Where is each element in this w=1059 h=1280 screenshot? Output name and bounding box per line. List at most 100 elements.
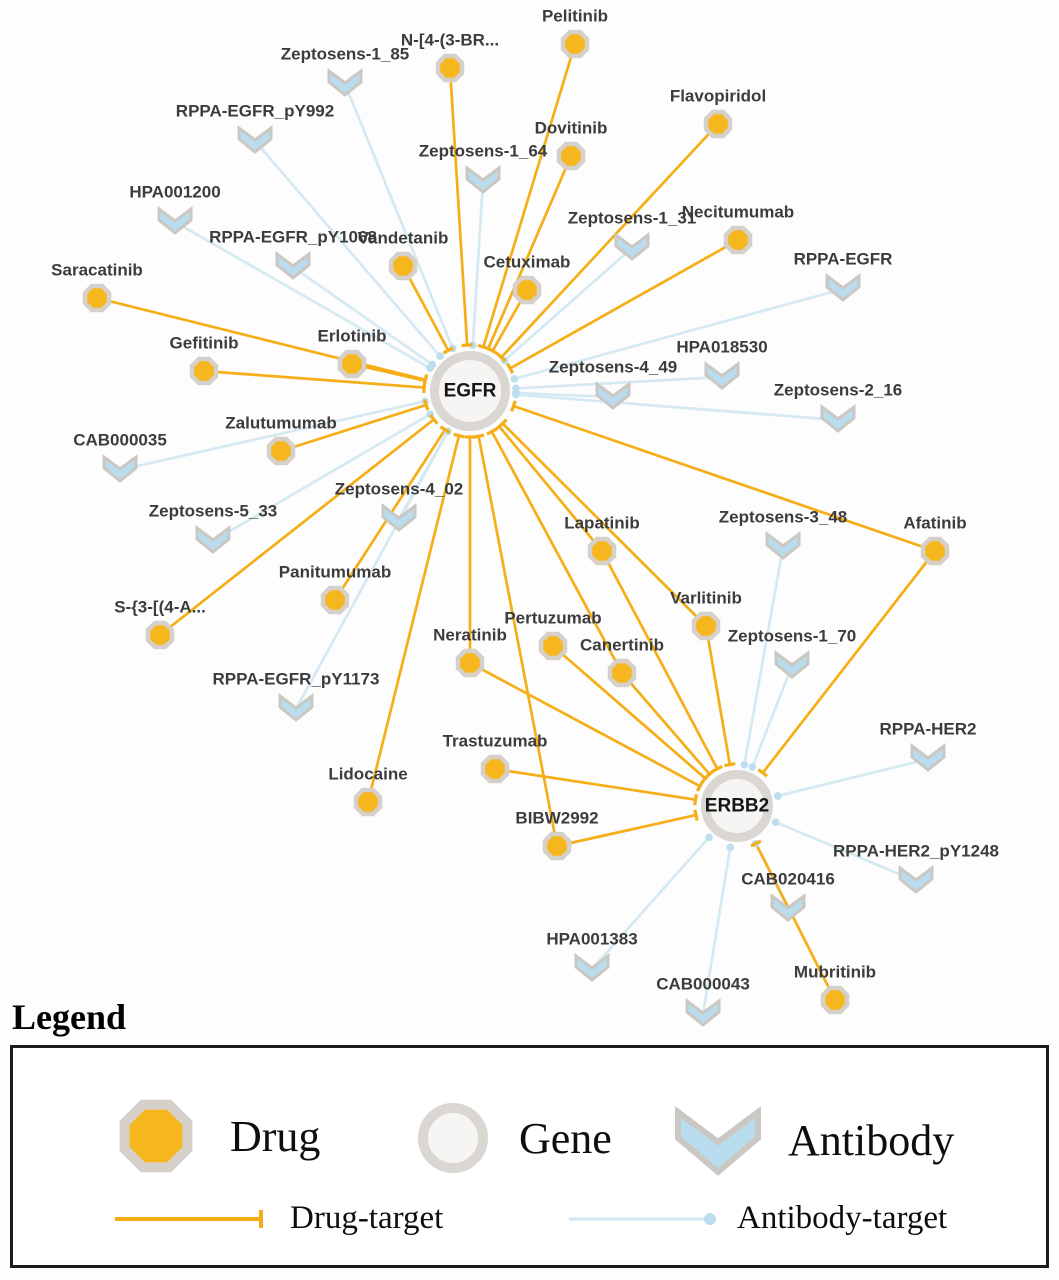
drug-node-flavopiridol[interactable] [703, 109, 733, 139]
antibody-node-label-rppa-egfr-py1173: RPPA-EGFR_pY1173 [213, 670, 380, 689]
antibody-target-edge-zeptosens-1-85 [343, 83, 454, 349]
drug-target-edge-varlitinib [501, 422, 707, 627]
drug-target-edge-afatinib [513, 404, 936, 553]
drug-node-dovitinib[interactable] [556, 141, 586, 171]
drug-node-label-necitumumab: Necitumumab [682, 203, 794, 222]
drug-node-mubritinib[interactable] [820, 985, 850, 1015]
antibody-node-label-zeptosens-3-48: Zeptosens-3_48 [719, 508, 848, 527]
drug-node-vandetanib[interactable] [388, 251, 418, 281]
drug-edge-tee [700, 773, 711, 784]
drug-target-edge-mubritinib [754, 842, 837, 1001]
antibody-node-label-rppa-egfr: RPPA-EGFR [794, 250, 893, 269]
antibody-node-rppa-egfr[interactable] [825, 273, 861, 302]
antibody-node-cab000035[interactable] [102, 454, 138, 483]
drug-node-varlitinib[interactable] [691, 611, 721, 641]
drug-node-label-afatinib: Afatinib [903, 514, 966, 533]
antibody-node-zeptosens-1-64[interactable] [465, 165, 501, 194]
antibody-node-cab020416[interactable] [770, 893, 806, 922]
drug-target-edge-saracatinib [96, 296, 426, 382]
antibody-node-label-rppa-her2-py1248: RPPA-HER2_pY1248 [833, 842, 999, 861]
antibody-edge-dot [469, 341, 477, 349]
drug-node-neratinib[interactable] [455, 648, 485, 678]
drug-target-edge-gefitinib [203, 369, 425, 389]
antibody-node-hpa018530[interactable] [704, 361, 740, 390]
gene-node-erbb2[interactable] [701, 770, 773, 842]
drug-target-edge-trastuzumab [494, 767, 696, 801]
antibody-node-zeptosens-2-16[interactable] [820, 404, 856, 433]
drug-edge-tee [711, 764, 723, 773]
drug-node-label-pertuzumab: Pertuzumab [504, 609, 601, 628]
legend-label-gene: Gene [519, 1113, 612, 1163]
drug-edge-tee [724, 762, 736, 768]
drug-node-bibw2992[interactable] [542, 831, 572, 861]
antibody-edge-dot [436, 352, 444, 360]
drug-node-panitumumab[interactable] [320, 585, 350, 615]
gene-label-egfr: EGFR [444, 381, 497, 402]
drug-node-n-4-3-br[interactable] [435, 53, 465, 83]
antibody-node-label-zeptosens-1-64: Zeptosens-1_64 [419, 142, 548, 161]
drug-node-trastuzumab[interactable] [480, 754, 510, 784]
drug-edge-tee [757, 768, 769, 778]
drug-node-gefitinib[interactable] [189, 356, 219, 386]
drug-node-s-3-4-a[interactable] [145, 620, 175, 650]
antibody-node-rppa-her2-py1248[interactable] [898, 865, 934, 894]
drug-node-afatinib[interactable] [920, 536, 950, 566]
antibody-node-cab000043[interactable] [685, 998, 721, 1027]
antibody-node-zeptosens-1-85[interactable] [327, 68, 363, 97]
antibody-node-rppa-egfr-py992[interactable] [237, 125, 273, 154]
antibody-node-label-cab000035: CAB000035 [73, 431, 167, 450]
gene-node-egfr[interactable] [430, 351, 510, 431]
antibody-node-hpa001200[interactable] [157, 206, 193, 235]
drug-target-edge-zalutumumab [280, 403, 427, 453]
drug-target-edge-bibw2992 [477, 435, 559, 847]
drug-node-label-bibw2992: BIBW2992 [515, 809, 598, 828]
antibody-node-label-zeptosens-5-33: Zeptosens-5_33 [149, 502, 278, 521]
drug-node-saracatinib[interactable] [82, 283, 112, 313]
antibody-node-label-zeptosens-1-85: Zeptosens-1_85 [281, 45, 410, 64]
drug-node-zalutumumab[interactable] [266, 436, 296, 466]
drug-node-cetuximab[interactable] [512, 275, 542, 305]
drug-node-pertuzumab[interactable] [538, 631, 568, 661]
drug-target-edge-dovitinib [486, 155, 573, 350]
nodes-layer [82, 29, 950, 1027]
antibody-node-rppa-egfr-py1068[interactable] [275, 251, 311, 280]
drug-edge-tee [510, 400, 517, 412]
antibody-node-zeptosens-4-49[interactable] [595, 381, 631, 410]
drug-target-edge-pertuzumab [552, 644, 707, 780]
antibody-node-zeptosens-5-33[interactable] [195, 525, 231, 554]
drug-edge-tee [422, 399, 430, 411]
drug-node-erlotinib[interactable] [337, 349, 367, 379]
antibody-node-label-hpa001383: HPA001383 [546, 930, 637, 949]
antibody-node-label-cab020416: CAB020416 [741, 870, 835, 889]
drug-edge-tee [487, 346, 499, 356]
antibody-target-dot [704, 1212, 716, 1225]
antibody-target-edge-zeptosens-1-70 [751, 665, 794, 768]
antibody-node-zeptosens-1-31[interactable] [614, 232, 650, 261]
antibody-target-edge-rppa-egfr-py992 [253, 140, 442, 358]
gene-icon [418, 1103, 488, 1173]
antibody-node-hpa001383[interactable] [574, 953, 610, 982]
antibody-node-zeptosens-4-02[interactable] [381, 503, 417, 532]
drug-target-edge-n-4-3-br [448, 67, 469, 346]
antibody-node-rppa-egfr-py1173[interactable] [278, 693, 314, 722]
drug-edges-layer [96, 43, 937, 1001]
antibody-target-edge-rppa-egfr-py1173 [294, 430, 450, 710]
antibody-node-label-cab000043: CAB000043 [656, 975, 750, 994]
drug-node-pelitinib[interactable] [560, 29, 590, 59]
antibody-node-zeptosens-3-48[interactable] [765, 531, 801, 560]
drug-node-canertinib[interactable] [607, 658, 637, 688]
drug-target-edge-lapatinib [600, 550, 719, 770]
drug-node-label-dovitinib: Dovitinib [535, 119, 608, 138]
labels-layer: EGFRERBB2PelitinibN-[4-(3-BR...Flavopiri… [51, 7, 999, 994]
drug-node-necitumumab[interactable] [723, 225, 753, 255]
antibody-node-rppa-her2[interactable] [910, 743, 946, 772]
antibody-target-edge-rppa-egfr-py1068 [292, 265, 434, 366]
drug-node-lapatinib[interactable] [587, 536, 617, 566]
antibody-icon-chevron [675, 1106, 761, 1176]
antibody-node-zeptosens-1-70[interactable] [774, 650, 810, 679]
drug-node-lidocaine[interactable] [353, 787, 383, 817]
antibody-target-edge-hpa001200 [174, 220, 431, 370]
antibody-edge-dot [773, 792, 782, 800]
